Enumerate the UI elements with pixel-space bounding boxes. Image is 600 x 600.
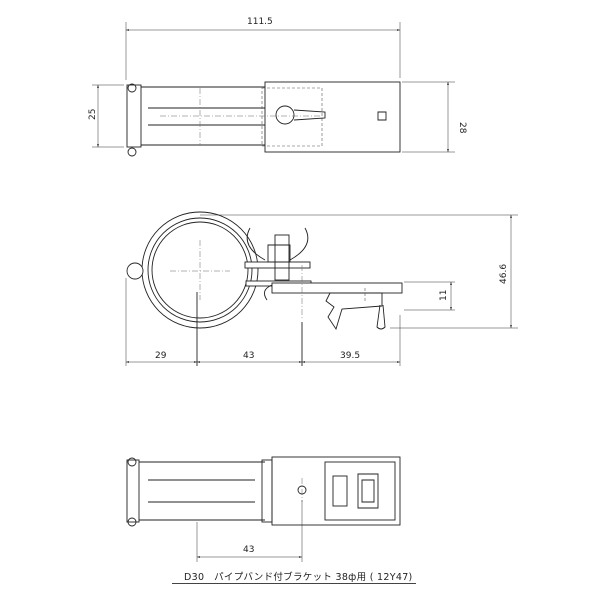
dim-side-seg-2: 43 bbox=[243, 351, 254, 361]
dim-bottom-seg: 43 bbox=[243, 545, 254, 555]
dim-top-left-width: 25 bbox=[88, 109, 98, 120]
caption-underline bbox=[172, 583, 416, 584]
bottom-view bbox=[126, 456, 401, 562]
top-view bbox=[92, 22, 455, 157]
dim-bracket-height: 11 bbox=[439, 290, 449, 301]
dim-side-seg-1: 29 bbox=[155, 351, 167, 361]
dim-overall-length: 111.5 bbox=[247, 17, 273, 27]
dim-side-seg-3: 39.5 bbox=[340, 351, 360, 361]
drawing-caption: D30 パイプバンド付ブラケット 38ф用 ( 12Y47) bbox=[184, 572, 413, 583]
dim-side-height: 46.6 bbox=[499, 264, 509, 284]
side-view bbox=[125, 211, 518, 366]
dim-top-right-width: 28 bbox=[457, 122, 467, 134]
